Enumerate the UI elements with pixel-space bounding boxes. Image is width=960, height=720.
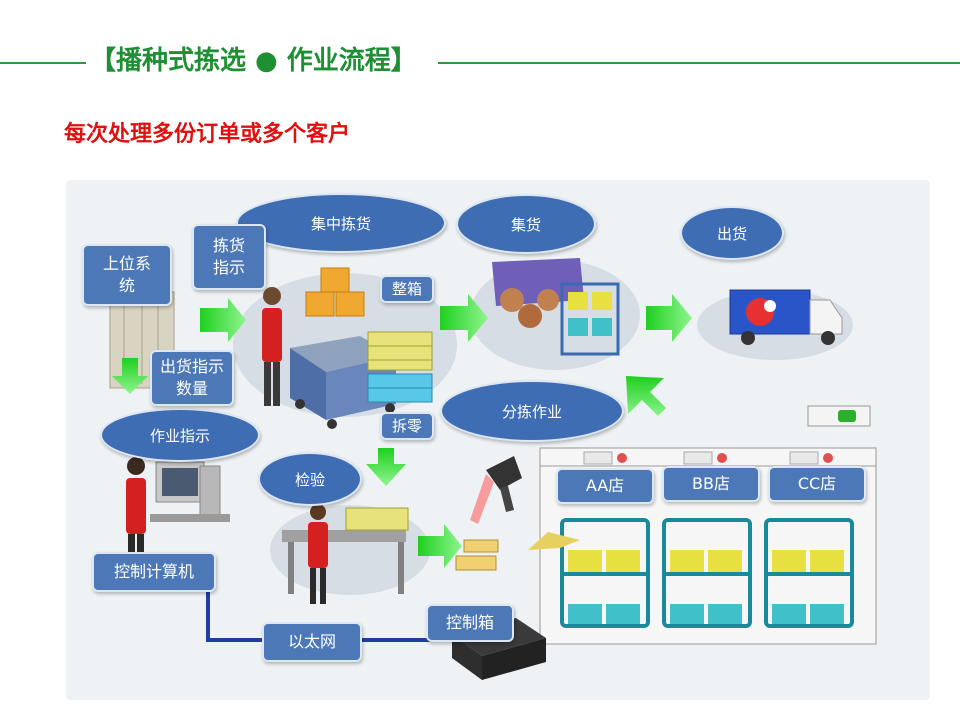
arrow-server-down [112,358,148,394]
arrow-picking-to-consolidation [440,294,488,342]
page-title: 【播种式拣选 ● 作业流程】 [90,46,417,76]
label-store-cc: CC店 [768,466,866,502]
label-shipping-quantity: 出货指示数量 [150,350,234,406]
sorting-carts-icon [560,518,854,628]
label-consolidation: 集货 [456,194,596,254]
label-upper-system-text: 上位系统 [102,254,151,295]
label-inspection-text: 检验 [294,470,325,489]
label-full-case: 整箱 [380,275,434,303]
label-picking-instruction: 拣货指示 [192,224,266,290]
label-split-case: 拆零 [380,412,434,440]
label-store-cc-text: CC店 [797,474,837,493]
label-upper-system: 上位系统 [82,244,172,306]
label-full-case-text: 整箱 [391,280,422,298]
label-work-instruction-text: 作业指示 [149,426,210,445]
arrow-inspection-to-sorting [418,524,462,568]
arrow-split-to-inspection [366,448,406,486]
label-work-instruction: 作业指示 [100,408,260,462]
cart-bb [662,518,752,628]
label-inspection: 检验 [258,452,362,506]
label-ethernet-text: 以太网 [287,632,336,651]
label-control-box: 控制箱 [426,604,514,642]
barcode-scanner-icon [470,456,522,524]
label-shipping: 出货 [680,206,784,260]
inspection-desk-icon [282,504,409,604]
label-control-box-text: 控制箱 [445,613,494,632]
ethernet-cable [206,588,452,642]
checked-boxes-icon [455,539,499,571]
cart-cc [764,518,854,628]
header-line-right [438,62,960,64]
cart-aa [560,518,650,628]
arrow-server-to-picking [200,298,246,342]
label-consolidation-text: 集货 [510,215,541,234]
label-split-case-text: 拆零 [391,417,422,435]
split-case-trays-icon [367,331,433,403]
arrow-sorting-up [626,376,666,418]
page-subtitle: 每次处理多份订单或多个客户 [64,122,351,147]
full-case-boxes-icon [305,267,365,317]
picking-cart-icon [290,336,396,429]
header-line-left [0,62,86,64]
label-picking-instruction-text: 拣货指示 [212,236,245,277]
picking-worker-icon [262,287,282,406]
label-ethernet: 以太网 [262,622,362,662]
label-sorting-work-text: 分拣作业 [501,402,562,421]
label-shipping-text: 出货 [716,224,747,243]
label-central-picking: 集中拣货 [236,193,446,253]
label-store-aa-text: AA店 [585,476,625,495]
delivery-truck-icon [729,289,843,345]
label-central-picking-text: 集中拣货 [310,214,371,233]
label-control-computer: 控制计算机 [92,552,216,592]
label-store-aa: AA店 [556,468,654,504]
consolidation-goods-icon [492,258,620,356]
flow-arrows [200,294,692,568]
label-sorting-work: 分拣作业 [440,380,624,442]
arrow-consolidation-to-shipping [646,294,692,342]
label-store-bb: BB店 [662,466,760,502]
label-store-bb-text: BB店 [692,474,730,493]
label-shipping-quantity-text: 出货指示数量 [159,357,224,398]
label-control-computer-text: 控制计算机 [113,562,194,581]
put-arrow-icon [528,532,580,550]
